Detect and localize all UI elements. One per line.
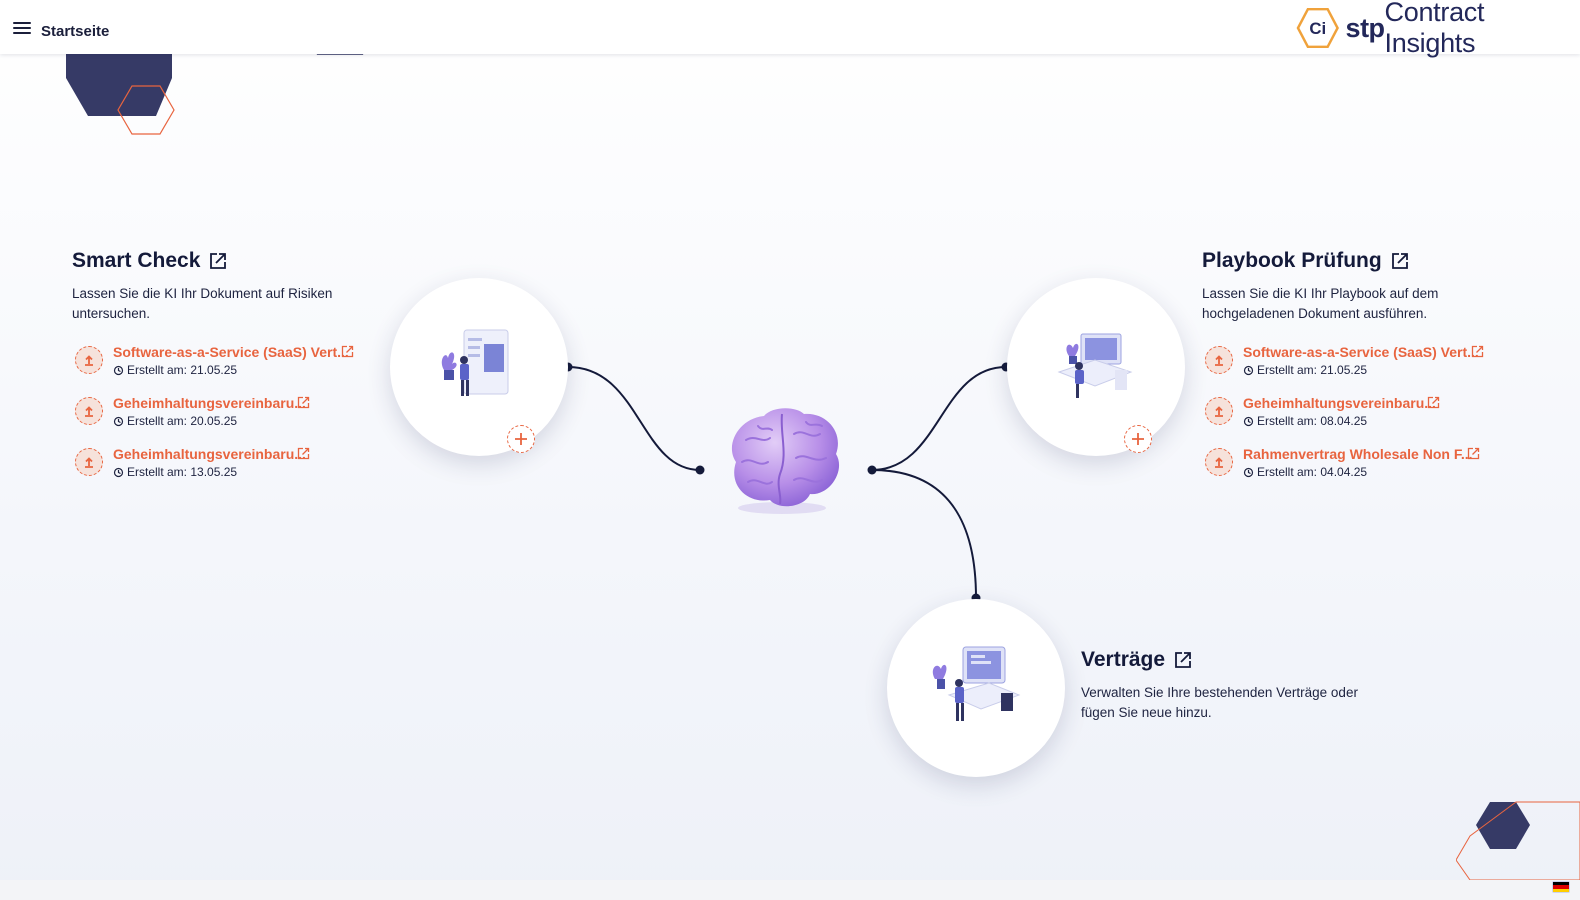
plus-icon — [515, 433, 527, 445]
document-date: Erstellt am: 21.05.25 — [1243, 363, 1367, 377]
external-link-icon[interactable] — [1467, 447, 1480, 460]
language-flag-icon[interactable] — [1552, 881, 1570, 893]
history-icon — [113, 467, 124, 477]
smart-check-title-text: Smart Check — [72, 249, 201, 272]
document-date-text: Erstellt am: 13.05.25 — [127, 465, 238, 479]
smart-check-recent-item[interactable]: Geheimhaltungsvereinbaru... Erstellt am:… — [75, 446, 375, 488]
playbook-illustration-icon — [1057, 333, 1133, 398]
menu-icon[interactable] — [13, 22, 31, 36]
top-bar: Startseite Ci stp Contract Insights — [0, 0, 1580, 58]
document-link[interactable]: Rahmenvertrag Wholesale Non F... — [1243, 446, 1473, 462]
document-date-text: Erstellt am: 04.04.25 — [1257, 465, 1368, 479]
smart-check-title: Smart Check — [72, 249, 228, 273]
document-date-text: Erstellt am: 21.05.25 — [1257, 363, 1368, 377]
playbook-recent-item[interactable]: Software-as-a-Service (SaaS) Vert... Ers… — [1205, 344, 1505, 386]
history-icon — [1243, 467, 1254, 477]
hexagon-decoration-bottom-right — [1456, 801, 1580, 881]
contracts-title-text: Verträge — [1081, 648, 1166, 671]
contracts-description: Verwalten Sie Ihre bestehenden Verträge … — [1081, 685, 1358, 720]
document-date: Erstellt am: 21.05.25 — [113, 363, 237, 377]
external-link-icon[interactable] — [1173, 650, 1193, 670]
playbook-title: Playbook Prüfung — [1202, 249, 1410, 273]
external-link-icon[interactable] — [1390, 251, 1410, 271]
history-icon — [1243, 416, 1254, 426]
hexagon-decoration-left — [66, 54, 175, 135]
page-title: Startseite — [41, 23, 110, 40]
playbook-description: Lassen Sie die KI Ihr Playbook auf dem h… — [1202, 286, 1439, 321]
document-link[interactable]: Geheimhaltungsvereinbaru... — [113, 446, 306, 462]
smart-check-recent-item[interactable]: Software-as-a-Service (SaaS) Vert... Ers… — [75, 344, 375, 386]
contracts-node[interactable] — [887, 599, 1065, 777]
smart-check-recent-item[interactable]: Geheimhaltungsvereinbaru... Erstellt am:… — [75, 395, 375, 437]
document-date: Erstellt am: 20.05.25 — [113, 414, 237, 428]
upload-icon[interactable] — [1205, 397, 1233, 425]
document-date: Erstellt am: 04.04.25 — [1243, 465, 1367, 479]
document-link[interactable]: Software-as-a-Service (SaaS) Vert... — [1243, 344, 1479, 360]
contracts-title: Verträge — [1081, 648, 1193, 672]
upload-icon[interactable] — [1205, 448, 1233, 476]
playbook-recent-item[interactable]: Geheimhaltungsvereinbaru... Erstellt am:… — [1205, 395, 1505, 437]
external-link-icon[interactable] — [341, 345, 354, 358]
logo-name: Contract Insights — [1384, 0, 1485, 58]
smart-check-description: Lassen Sie die KI Ihr Dokument auf Risik… — [72, 286, 333, 321]
history-icon — [113, 365, 124, 375]
smart-check-node[interactable] — [390, 278, 568, 456]
history-icon — [1243, 365, 1254, 375]
external-link-icon[interactable] — [297, 396, 310, 409]
document-date-text: Erstellt am: 20.05.25 — [127, 414, 238, 428]
logo-hexagon-icon: Ci — [1296, 7, 1339, 49]
logo-mark: Ci — [1309, 19, 1326, 38]
upload-icon[interactable] — [75, 346, 103, 374]
logo-stp: stp — [1345, 12, 1386, 43]
external-link-icon[interactable] — [1427, 396, 1440, 409]
playbook-add-button[interactable] — [1124, 425, 1152, 453]
brain-icon — [731, 408, 840, 514]
upload-icon[interactable] — [1205, 346, 1233, 374]
playbook-node[interactable] — [1007, 278, 1185, 456]
history-icon — [113, 416, 124, 426]
document-date-text: Erstellt am: 08.04.25 — [1257, 414, 1368, 428]
app-logo[interactable]: Ci stp Contract Insights — [1296, 0, 1580, 58]
document-date: Erstellt am: 13.05.25 — [113, 465, 237, 479]
document-link[interactable]: Geheimhaltungsvereinbaru... — [1243, 395, 1436, 411]
contracts-illustration-icon — [932, 646, 1021, 721]
document-link[interactable]: Geheimhaltungsvereinbaru... — [113, 395, 306, 411]
playbook-recent-item[interactable]: Rahmenvertrag Wholesale Non F... Erstell… — [1205, 446, 1505, 488]
external-link-icon[interactable] — [208, 251, 228, 271]
document-date-text: Erstellt am: 21.05.25 — [127, 363, 238, 377]
bottom-bar — [0, 880, 1580, 900]
document-link[interactable]: Software-as-a-Service (SaaS) Vert... — [113, 344, 349, 360]
playbook-title-text: Playbook Prüfung — [1202, 249, 1382, 272]
external-link-icon[interactable] — [297, 447, 310, 460]
smart-check-add-button[interactable] — [507, 425, 535, 453]
document-date: Erstellt am: 08.04.25 — [1243, 414, 1367, 428]
upload-icon[interactable] — [75, 397, 103, 425]
document-review-illustration-icon — [441, 329, 509, 396]
plus-icon — [1132, 433, 1144, 445]
upload-icon[interactable] — [75, 448, 103, 476]
external-link-icon[interactable] — [1471, 345, 1484, 358]
